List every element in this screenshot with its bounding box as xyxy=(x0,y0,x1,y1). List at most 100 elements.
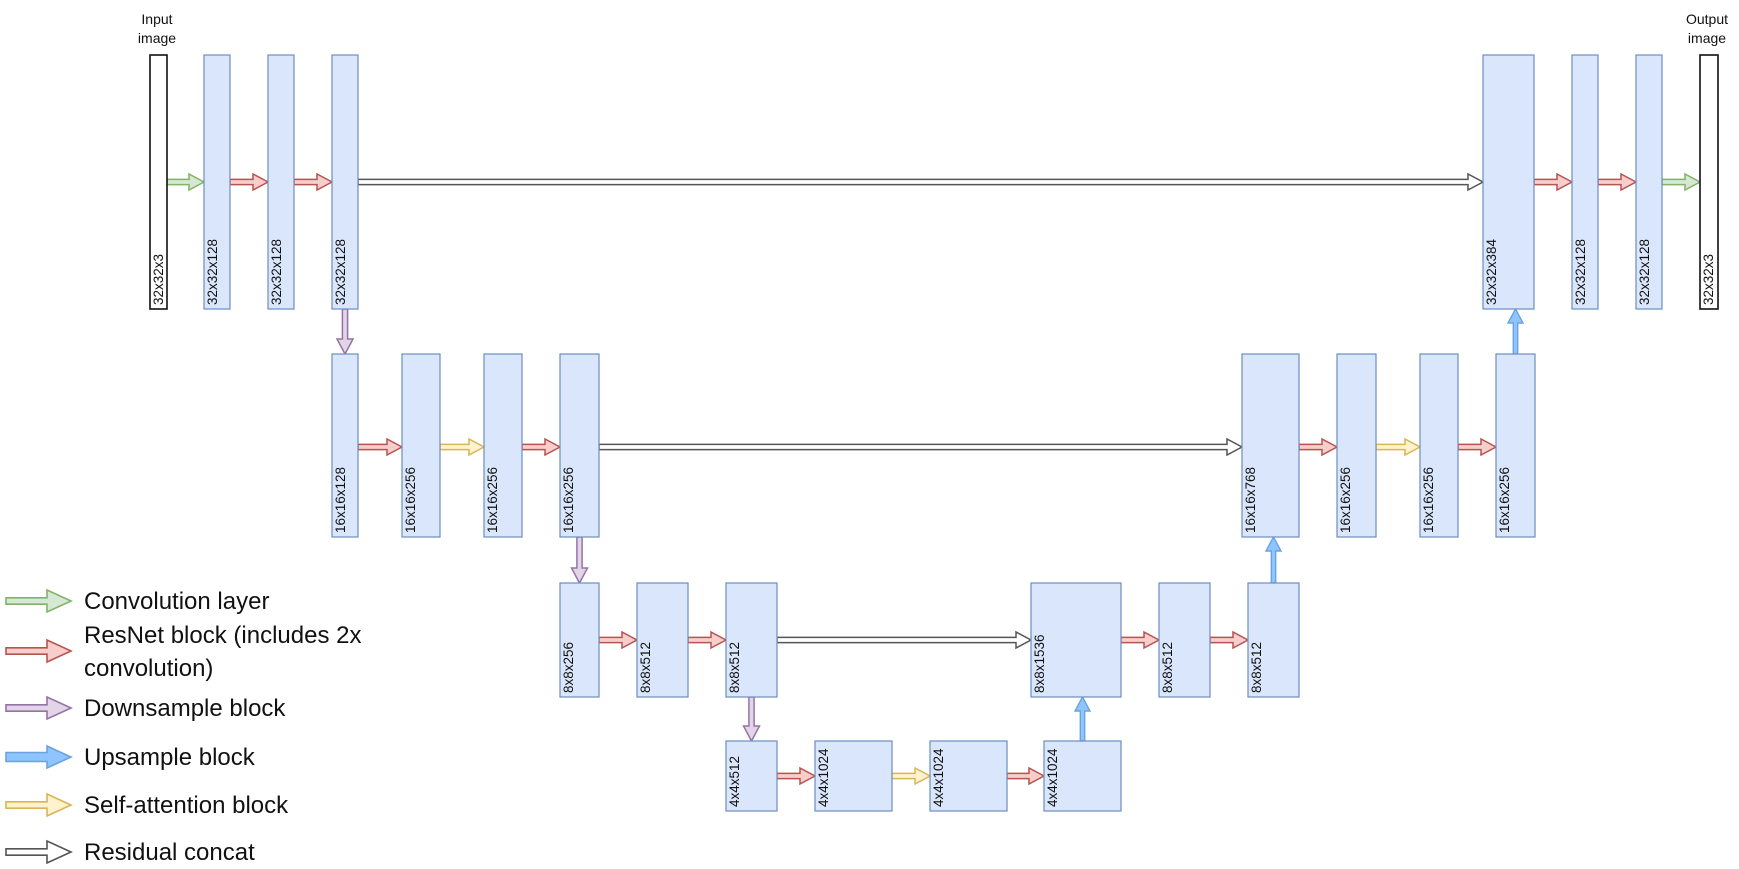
block-rect xyxy=(1030,582,1122,698)
block-shape-label: 8x8x512 xyxy=(1160,642,1175,693)
block-rect xyxy=(725,740,778,812)
resnet-arrow xyxy=(357,437,404,457)
block-rect xyxy=(331,54,359,310)
block-rect xyxy=(1571,54,1599,310)
block-rect xyxy=(1635,54,1663,310)
feature-map-block: 8x8x512 xyxy=(725,582,778,698)
feature-map-block: 32x32x128 xyxy=(331,54,359,310)
resnet-arrow xyxy=(687,630,728,650)
legend-label: ResNet block (includes 2x xyxy=(84,622,361,649)
block-shape-label: 8x8x512 xyxy=(1249,642,1264,693)
block-rect xyxy=(149,54,168,310)
block-shape-label: 4x4x512 xyxy=(727,756,742,807)
feature-map-block: 8x8x512 xyxy=(1158,582,1211,698)
legend-item-residual-concat: Residual concat xyxy=(5,839,255,866)
feature-map-block: 16x16x128 xyxy=(331,353,359,538)
block-rect xyxy=(1043,740,1122,812)
feature-map-block: 4x4x512 xyxy=(725,740,778,812)
resnet-arrow xyxy=(1457,437,1498,457)
block-rect xyxy=(1158,582,1211,698)
block-shape-label: 16x16x128 xyxy=(333,467,348,533)
output-image-box: 32x32x3 xyxy=(1699,54,1719,310)
block-shape-label: 32x32x128 xyxy=(333,239,348,305)
blocks-layer: 32x32x3 32x32x128 32x32x128 32x32x128 16x16x… xyxy=(149,54,1719,812)
residual-concat-arrow xyxy=(598,437,1244,457)
feature-map-block: 8x8x256 xyxy=(559,582,600,698)
feature-map-block: 32x32x128 xyxy=(1635,54,1663,310)
block-shape-label: 32x32x128 xyxy=(1573,239,1588,305)
block-shape-label: 4x4x1024 xyxy=(931,748,946,807)
resnet-arrow xyxy=(1006,766,1046,786)
block-shape-label: 32x32x128 xyxy=(269,239,284,305)
input-image-box: 32x32x3 xyxy=(149,54,168,310)
self-attention-arrow-swatch xyxy=(5,792,73,818)
feature-map-block: 8x8x512 xyxy=(636,582,689,698)
block-rect xyxy=(1241,353,1300,538)
block-shape-label: 4x4x1024 xyxy=(816,748,831,807)
resnet-arrow xyxy=(229,172,270,192)
feature-map-block: 16x16x256 xyxy=(1336,353,1377,538)
feature-map-block: 16x16x256 xyxy=(401,353,441,538)
legend-item-self-attention: Self-attention block xyxy=(5,792,289,819)
block-shape-label: 16x16x256 xyxy=(561,467,576,533)
legend-label: Upsample block xyxy=(84,744,256,771)
residual-concat-arrow xyxy=(357,172,1485,192)
feature-map-block: 32x32x128 xyxy=(1571,54,1599,310)
resnet-arrow xyxy=(598,630,639,650)
block-rect xyxy=(1482,54,1535,310)
legend-label: Convolution layer xyxy=(84,588,269,615)
block-rect xyxy=(1247,582,1300,698)
feature-map-block: 16x16x768 xyxy=(1241,353,1300,538)
block-rect xyxy=(1699,54,1719,310)
block-rect xyxy=(1336,353,1377,538)
legend-label: Downsample block xyxy=(84,695,286,722)
residual-concat-arrow xyxy=(776,630,1033,650)
output-image-label-line2: image xyxy=(1688,30,1726,46)
io-labels: Input image Output image xyxy=(138,11,1728,46)
feature-map-block: 4x4x1024 xyxy=(929,740,1008,812)
block-rect xyxy=(267,54,295,310)
block-shape-label: 16x16x256 xyxy=(1421,467,1436,533)
legend-item-downsample: Downsample block xyxy=(5,695,286,722)
resnet-arrow-swatch xyxy=(5,638,73,664)
self-attention-arrow xyxy=(1375,437,1422,457)
resnet-arrow xyxy=(1209,630,1250,650)
block-shape-label: 32x32x3 xyxy=(151,254,166,305)
block-shape-label: 8x8x256 xyxy=(561,642,576,693)
block-shape-label: 32x32x128 xyxy=(1637,239,1652,305)
resnet-arrow xyxy=(1597,172,1638,192)
block-shape-label: 16x16x256 xyxy=(485,467,500,533)
resnet-arrow xyxy=(1120,630,1161,650)
block-rect xyxy=(1419,353,1459,538)
resnet-arrow xyxy=(521,437,562,457)
upsample-arrow xyxy=(1506,307,1525,355)
block-shape-label: 16x16x256 xyxy=(1497,467,1512,533)
feature-map-block: 32x32x128 xyxy=(267,54,295,310)
residual-concat-arrow-swatch xyxy=(5,839,73,865)
legend-item-convolution: Convolution layer xyxy=(5,588,269,615)
block-shape-label: 8x8x1536 xyxy=(1032,634,1047,693)
block-rect xyxy=(1495,353,1536,538)
block-rect xyxy=(559,582,600,698)
upsample-arrow-swatch xyxy=(5,744,73,770)
self-attention-arrow xyxy=(439,437,486,457)
block-rect xyxy=(559,353,600,538)
block-shape-label: 32x32x128 xyxy=(205,239,220,305)
resnet-arrow xyxy=(293,172,334,192)
block-shape-label: 16x16x768 xyxy=(1243,467,1258,533)
feature-map-block: 16x16x256 xyxy=(559,353,600,538)
resnet-arrow xyxy=(776,766,817,786)
block-rect xyxy=(929,740,1008,812)
legend-item-upsample: Upsample block xyxy=(5,744,256,771)
block-rect xyxy=(483,353,523,538)
feature-map-block: 4x4x1024 xyxy=(814,740,893,812)
convolution-arrow-swatch xyxy=(5,588,73,614)
input-image-label-line2: image xyxy=(138,30,176,46)
block-shape-label: 8x8x512 xyxy=(638,642,653,693)
block-rect xyxy=(814,740,893,812)
self-attention-arrow xyxy=(891,766,932,786)
feature-map-block: 8x8x1536 xyxy=(1030,582,1122,698)
